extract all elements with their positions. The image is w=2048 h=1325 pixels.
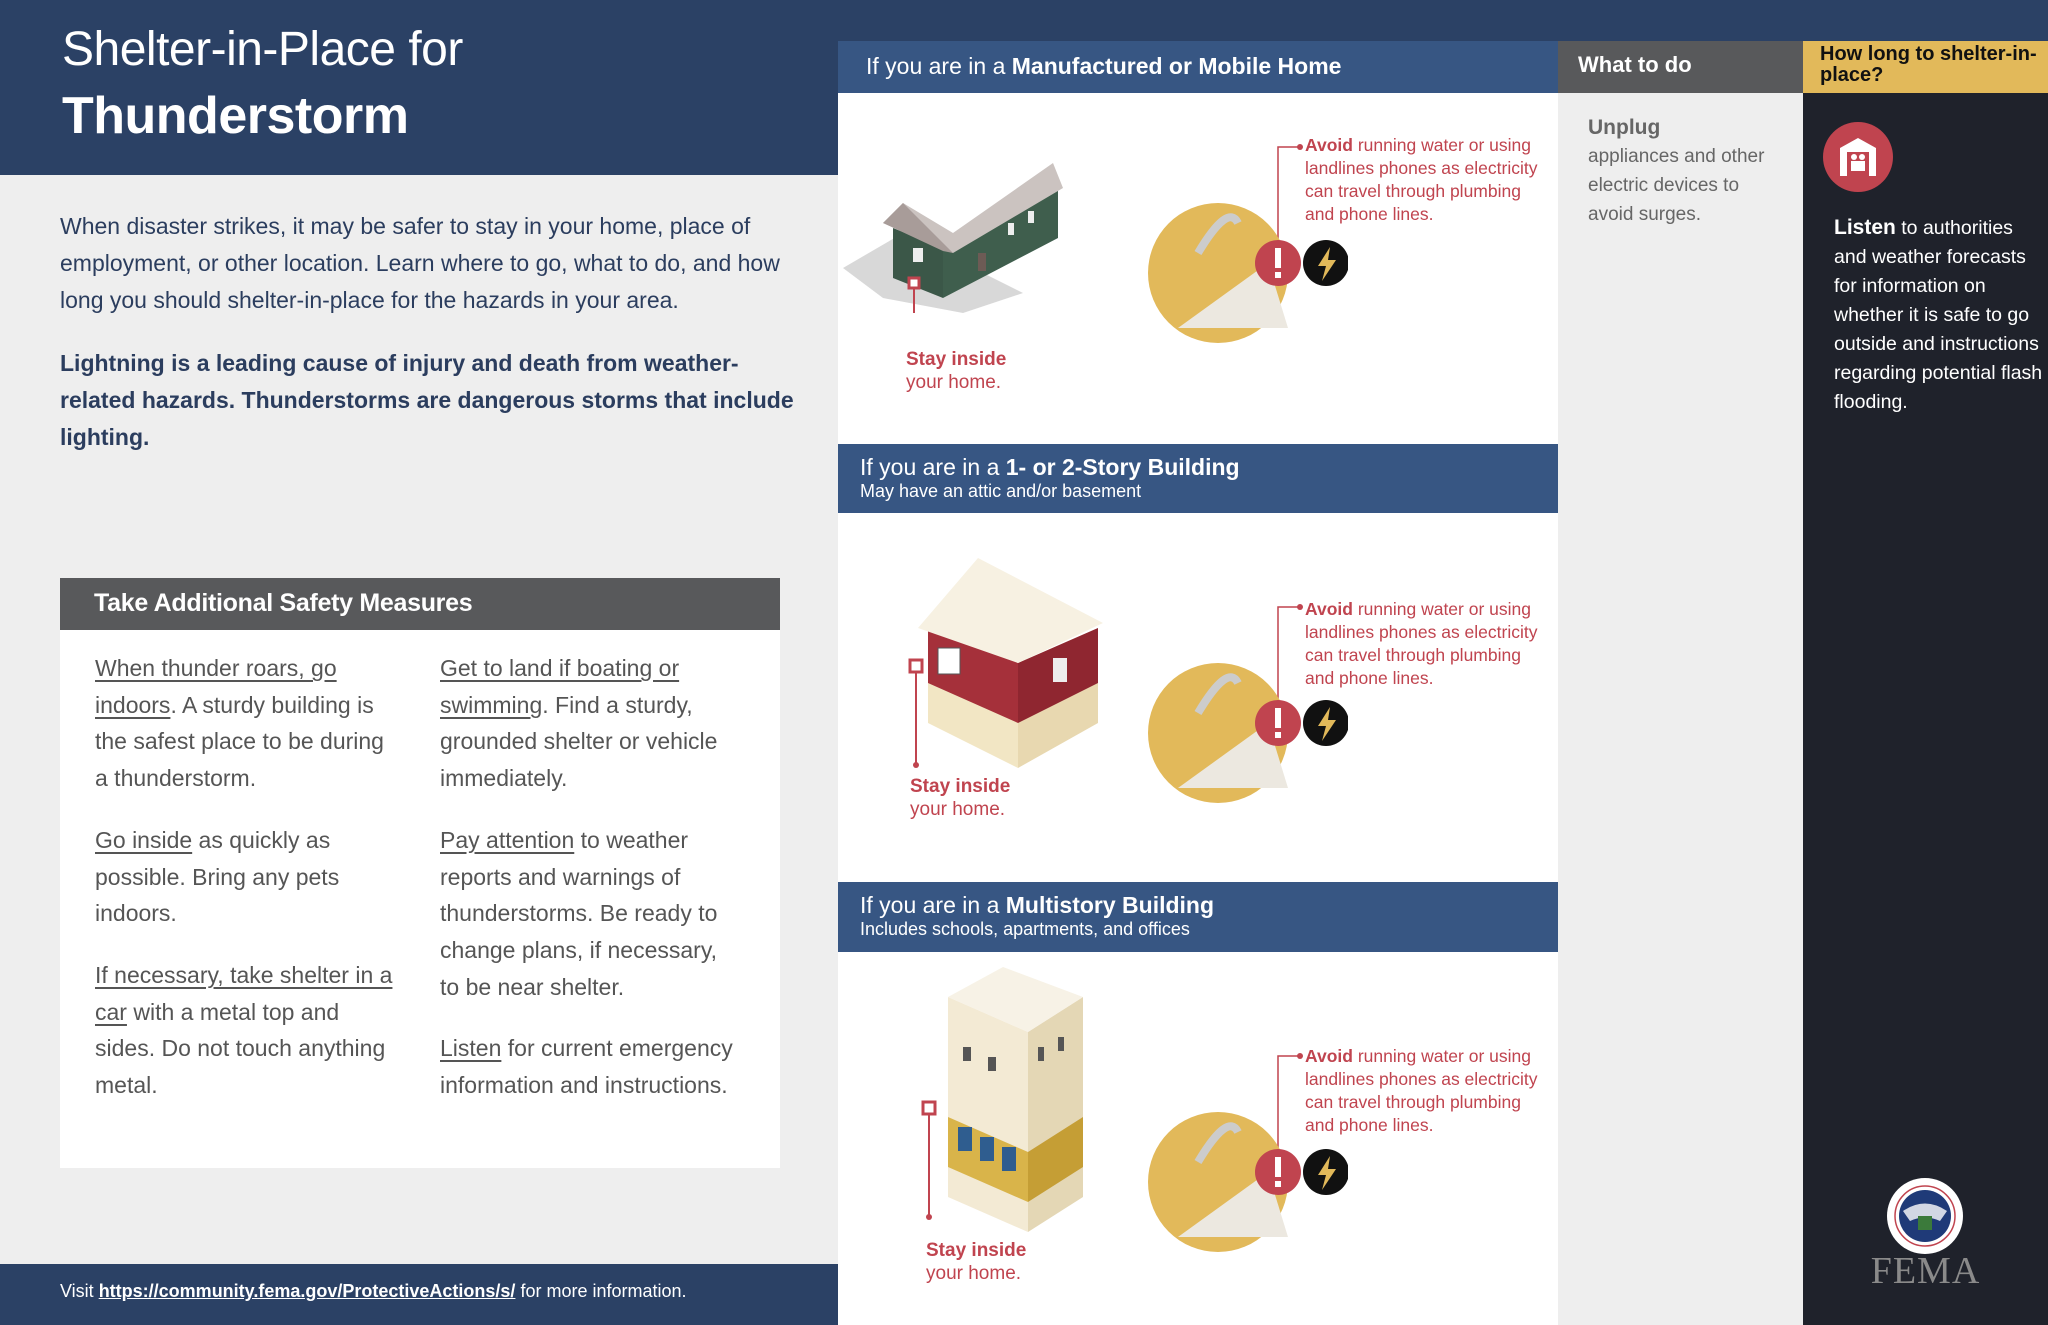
how-long-column: How long to shelter-in-place? Listen to … [1803, 41, 2048, 1325]
avoid-text: running water or using landlines phones … [1305, 1046, 1538, 1135]
safety-item: When thunder roars, go indoors. A sturdy… [95, 650, 395, 797]
phone-sink-hazard-illustration [1148, 144, 1348, 343]
lightning-warning: Lightning is a leading cause of injury a… [60, 350, 794, 450]
building-types-column: If you are in a Manufactured or Mobile H… [838, 41, 1558, 1325]
how-long-title: How long to shelter-in-place? [1803, 41, 2048, 93]
avoid-bold: Avoid [1305, 135, 1353, 155]
multistory-building-illustration [921, 967, 1083, 1232]
intro-paragraph: When disaster strikes, it may be safer t… [60, 213, 780, 313]
page-title-line2: Thunderstorm [62, 87, 409, 145]
section-header-multistory-building: If you are in a Multistory Building Incl… [838, 882, 1558, 952]
page-title-line1: Shelter-in-Place for [62, 23, 463, 76]
fema-link[interactable]: https://community.fema.gov/ProtectiveAct… [98, 1281, 516, 1301]
dhs-seal-icon [1887, 1178, 1963, 1254]
section-subtitle: May have an attic and/or basement [860, 481, 1142, 501]
section-title: If you are in a Manufactured or Mobile H… [838, 53, 1558, 80]
section-title: If you are in a Multistory Building [838, 892, 1558, 919]
how-long-bold: Listen [1834, 216, 1896, 239]
safety-item-link[interactable]: If necessary, take shelter in a car [95, 961, 393, 1025]
footer-suffix: for more information. [515, 1281, 687, 1301]
safety-column-2: Get to land if boating or swimming. Find… [440, 650, 740, 1129]
safety-item: Get to land if boating or swimming. Find… [440, 650, 740, 797]
what-to-do-bold: Unplug [1588, 116, 1661, 139]
avoid-bold: Avoid [1305, 599, 1353, 619]
safety-item-text: . A sturdy building is the safest place … [95, 691, 384, 792]
safety-item-link[interactable]: Pay attention [440, 826, 575, 853]
two-story-house-illustration [908, 558, 1103, 768]
section-prefix: If you are in a [860, 454, 1006, 480]
footer-prefix: Visit [60, 1281, 99, 1301]
avoid-note: Avoid running water or using landlines p… [1305, 598, 1555, 690]
how-long-body: Listen to authorities and weather foreca… [1834, 213, 2044, 417]
safety-item-text: to weather reports and warnings of thund… [440, 826, 718, 1000]
what-to-do-title: What to do [1558, 41, 1803, 93]
fema-logo-text: FEMA [1870, 1250, 1981, 1292]
what-to-do-body: Unplug appliances and other electric dev… [1558, 93, 1778, 229]
stay-inside-text: your home. [906, 372, 1002, 393]
section-title: If you are in a 1- or 2-Story Building [838, 454, 1558, 481]
safety-item-text: . Find a sturdy, grounded shelter or veh… [440, 691, 718, 792]
safety-item-link[interactable]: When thunder roars, go indoors [95, 655, 337, 718]
safety-item-link[interactable]: Get to land if boating or swimming [440, 655, 680, 718]
safety-item: Go inside as quickly as possible. Bring … [95, 822, 395, 932]
safety-item-text: with a metal top and sides. Do not touch… [95, 998, 386, 1099]
shelter-icon [1823, 122, 1893, 192]
section-prefix: If you are in a [866, 53, 1012, 79]
what-to-do-column: What to do Unplug appliances and other e… [1558, 41, 1803, 1325]
what-to-do-text: appliances and other electric devices to… [1588, 146, 1765, 225]
avoid-text: running water or using landlines phones … [1305, 599, 1538, 688]
stay-inside-bold: Stay inside [926, 1240, 1027, 1261]
phone-sink-hazard-illustration [1148, 604, 1348, 803]
title-block: Shelter-in-Place for Thunderstorm [0, 0, 838, 175]
how-long-text: to authorities and weather forecasts for… [1834, 217, 2043, 413]
section-header-1-2-story-building: If you are in a 1- or 2-Story Building M… [838, 444, 1558, 513]
avoid-bold: Avoid [1305, 1046, 1353, 1066]
avoid-text: running water or using landlines phones … [1305, 135, 1538, 224]
avoid-note: Avoid running water or using landlines p… [1305, 134, 1555, 226]
phone-sink-hazard-illustration [1148, 1053, 1348, 1252]
safety-item-text: as quickly as possible. Bring any pets i… [95, 826, 340, 927]
section-subtitle: Includes schools, apartments, and office… [860, 919, 1190, 939]
section-prefix: If you are in a [860, 892, 1006, 918]
stay-inside-bold: Stay inside [906, 349, 1007, 370]
safety-item: If necessary, take shelter in a car with… [95, 957, 395, 1104]
safety-item: Listen for current emergency information… [440, 1030, 740, 1103]
stay-inside-text: your home. [910, 799, 1006, 820]
stay-inside-text: your home. [926, 1263, 1022, 1284]
safety-item-text: for current emergency information and in… [440, 1035, 733, 1099]
safety-item-link[interactable]: Go inside [95, 826, 193, 853]
section-type: Manufactured or Mobile Home [1011, 53, 1342, 79]
mobile-home-illustration [843, 163, 1063, 313]
safety-measures-title: Take Additional Safety Measures [60, 578, 780, 630]
safety-measures-box: Take Additional Safety Measures When thu… [60, 578, 780, 1168]
safety-column-1: When thunder roars, go indoors. A sturdy… [95, 650, 395, 1129]
section-header-mobile-home: If you are in a Manufactured or Mobile H… [838, 41, 1558, 93]
safety-item: Pay attention to weather reports and war… [440, 822, 740, 1006]
stay-inside-bold: Stay inside [910, 776, 1011, 797]
footer: Visit https://community.fema.gov/Protect… [0, 1264, 838, 1325]
section-type: Multistory Building [1005, 892, 1215, 918]
safety-item-link[interactable]: Listen [440, 1035, 502, 1062]
avoid-note: Avoid running water or using landlines p… [1305, 1045, 1555, 1137]
section-type: 1- or 2-Story Building [1005, 454, 1240, 480]
